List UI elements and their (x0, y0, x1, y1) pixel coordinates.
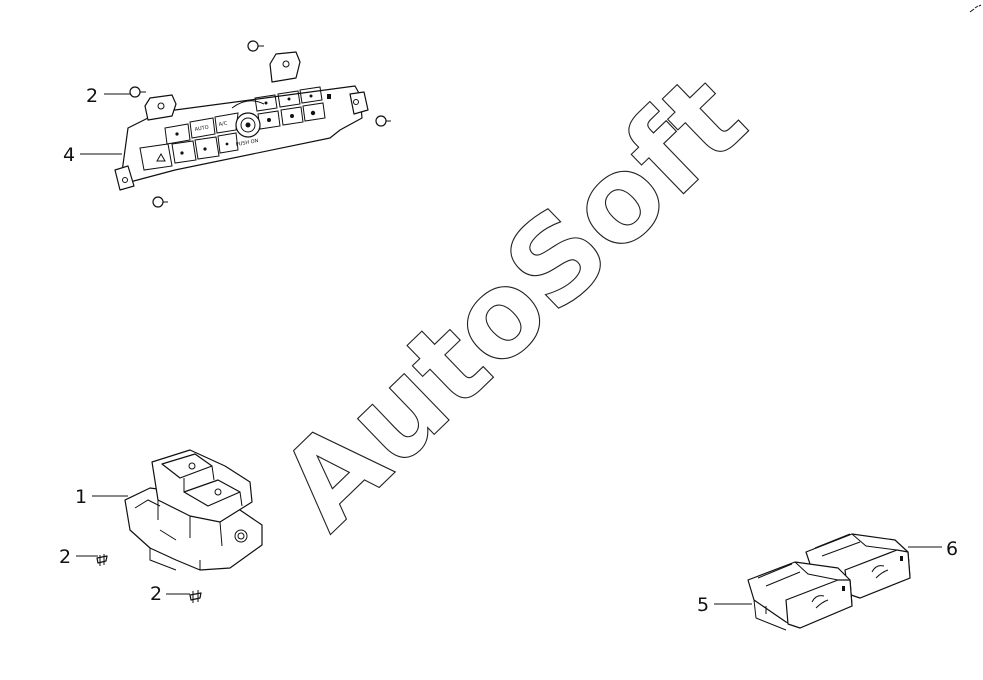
callout-6: 6 (908, 538, 958, 560)
callout-5: 5 (697, 594, 752, 616)
svg-text:6: 6 (946, 538, 958, 560)
push-on-text: PUSH ON (235, 138, 259, 148)
callout-4: 4 (63, 144, 122, 166)
switch-assembly-part-1 (124, 449, 263, 571)
svg-text:5: 5 (697, 594, 709, 616)
bolt-2 (189, 590, 202, 603)
corner-mark (969, 4, 982, 13)
svg-text:2: 2 (86, 85, 98, 107)
bolt-1 (96, 554, 108, 566)
callout-2a: 2 (86, 85, 130, 107)
svg-text:2: 2 (150, 583, 162, 605)
callout-2c: 2 (150, 583, 190, 605)
screw-top (247, 40, 264, 52)
svg-text:4: 4 (63, 144, 75, 166)
auto-key-text: AUTO (194, 125, 209, 133)
svg-text:1: 1 (75, 486, 87, 508)
svg-text:2: 2 (59, 546, 71, 568)
switch-panel-part-4: PUSH ON AUTO A/C (114, 51, 369, 191)
seat-switch-part-5 (747, 561, 853, 631)
ac-key-text: A/C (218, 120, 228, 127)
screw-bottom (152, 196, 168, 208)
screw-right (375, 115, 391, 127)
callout-2b: 2 (59, 546, 98, 568)
callout-1: 1 (75, 486, 128, 508)
screw-left-top (129, 86, 146, 98)
